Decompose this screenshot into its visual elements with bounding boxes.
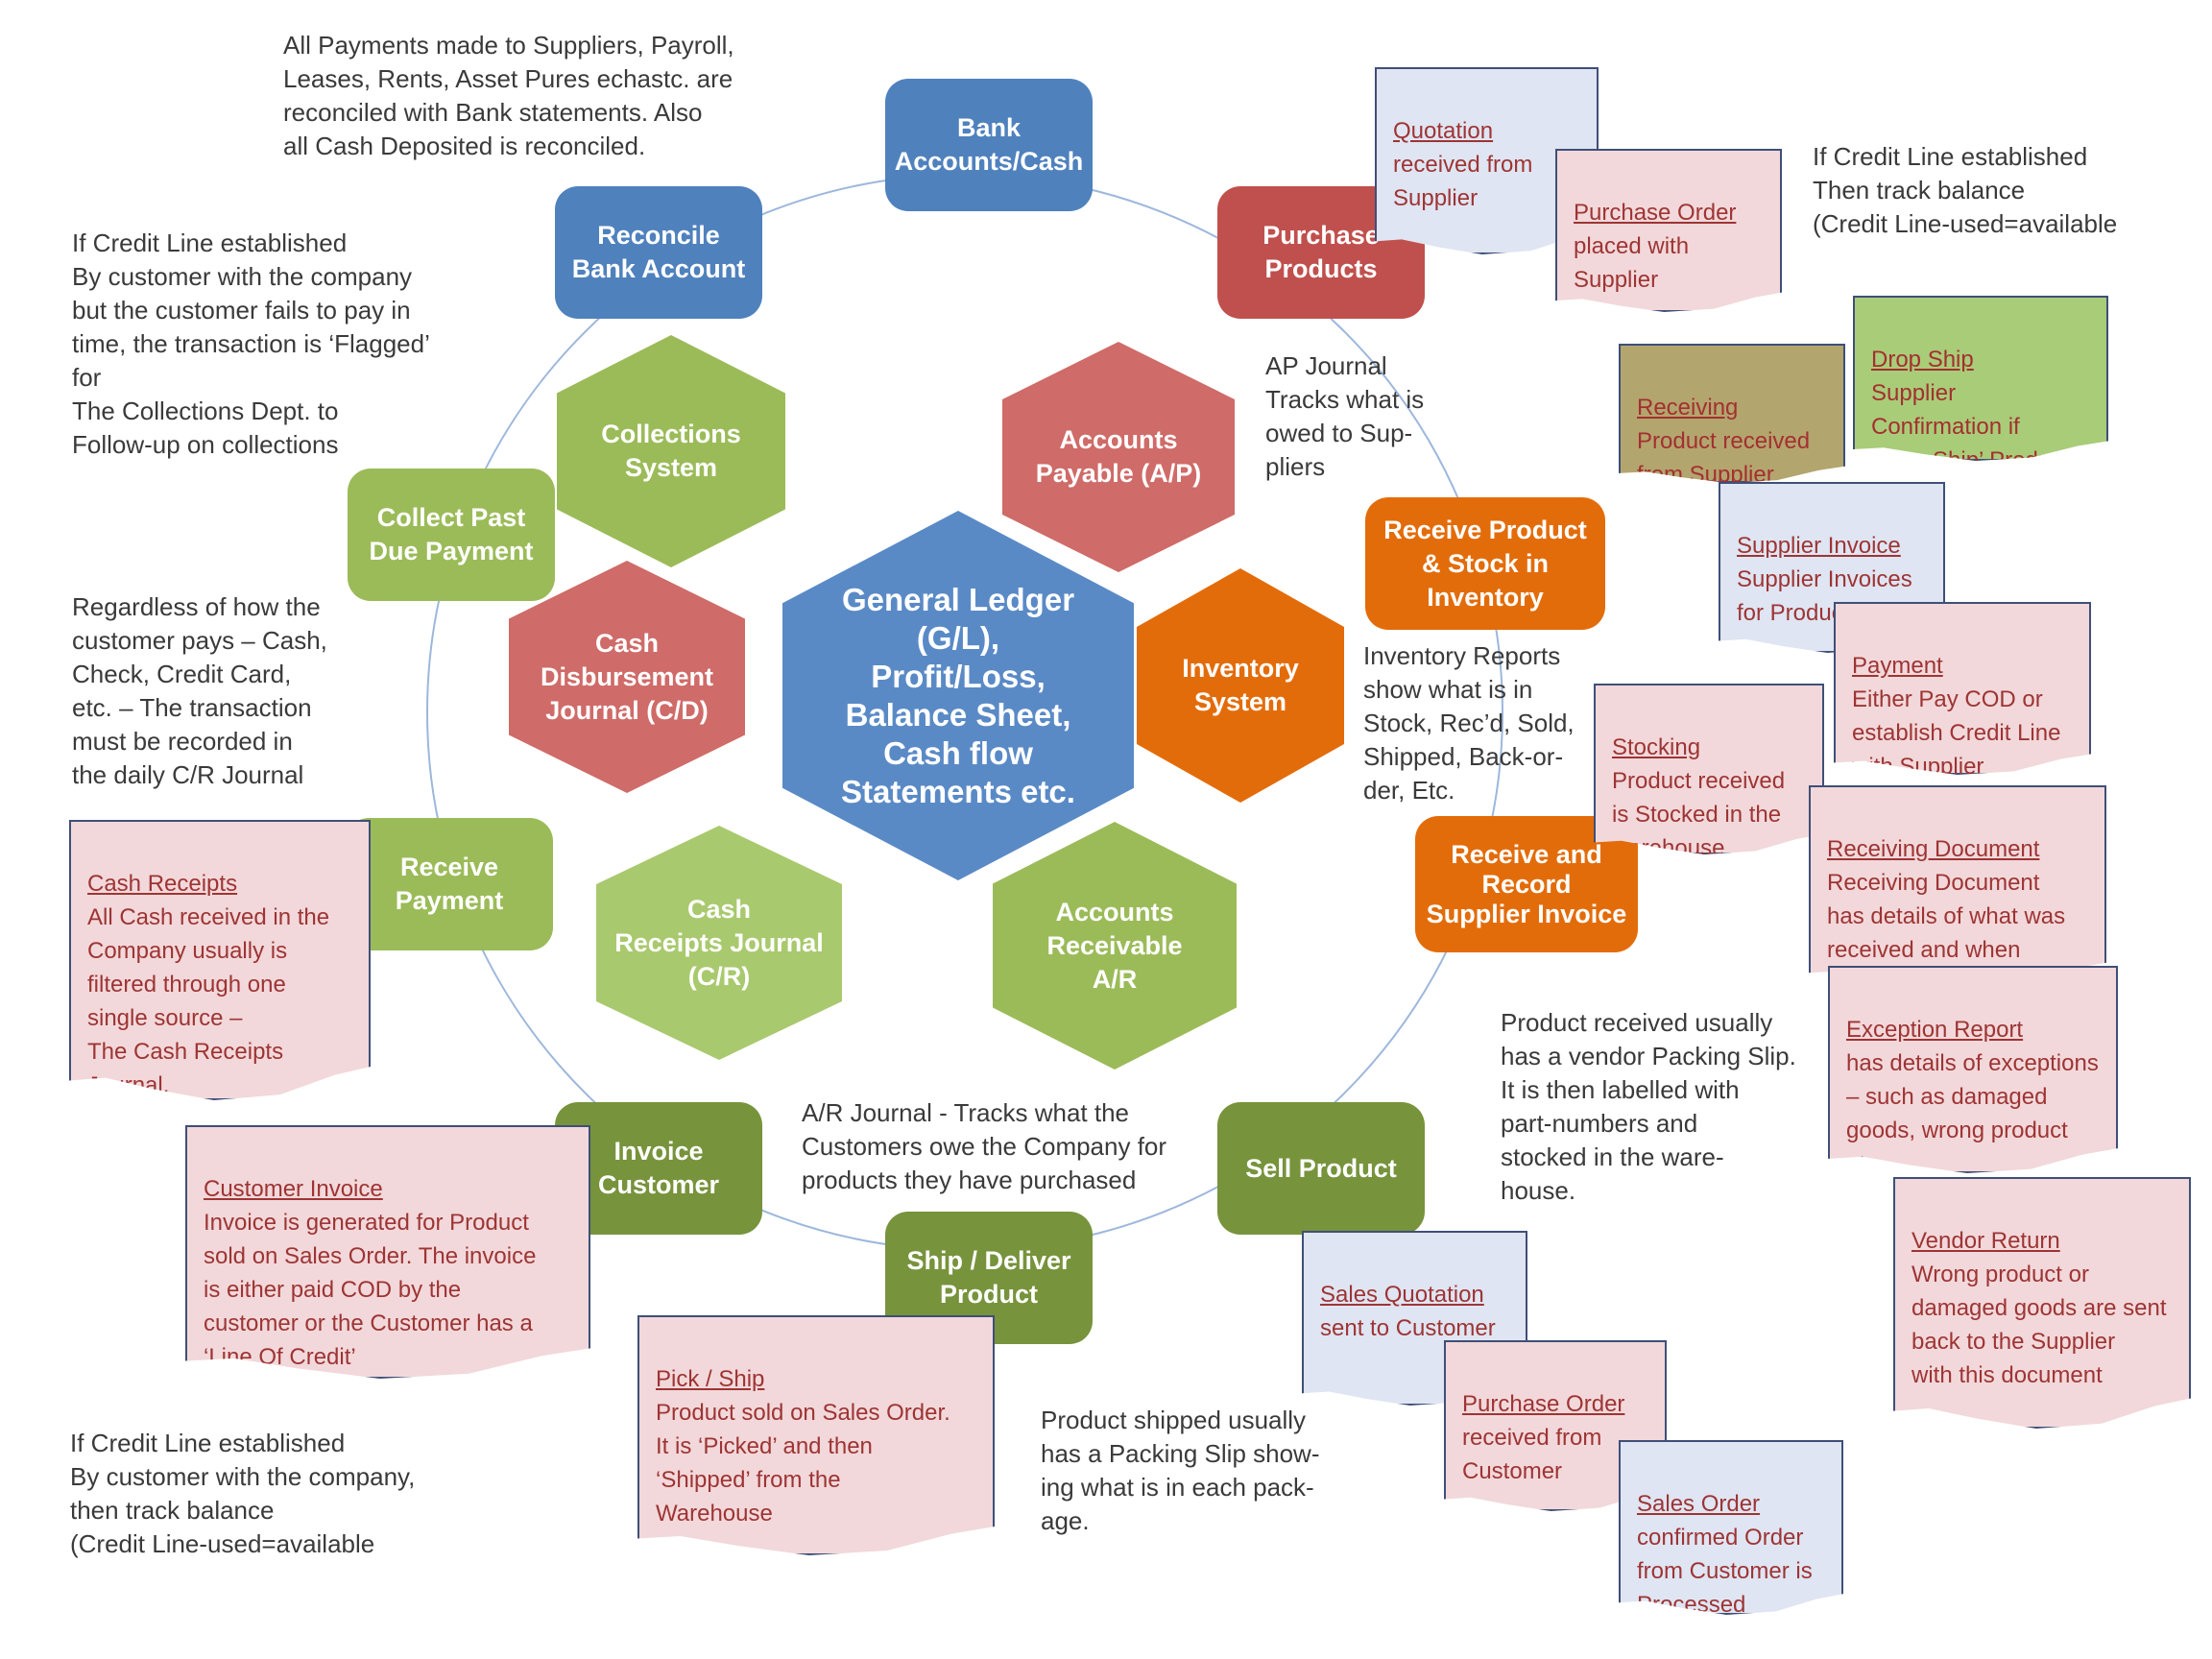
doc-body: Product received is Stocked in the wareh… <box>1612 768 1786 861</box>
doc-title: Stocking <box>1612 734 1701 760</box>
sales-order-doc[interactable]: Sales Order confirmed Order from Custome… <box>1619 1440 1843 1615</box>
doc-body: Product received from Supplier <box>1637 428 1811 488</box>
doc-title: Sales Order <box>1637 1491 1761 1517</box>
doc-body: sent to Customer <box>1320 1315 1496 1341</box>
receive-payment-box[interactable]: Receive Payment <box>346 818 553 950</box>
doc-body: confirmed Order from Customer is Process… <box>1637 1525 1813 1618</box>
doc-title: Purchase Order <box>1462 1391 1625 1417</box>
ship-deliver-product-box[interactable]: Ship / Deliver Product <box>885 1212 1093 1344</box>
doc-title: Cash Receipts <box>87 871 238 897</box>
doc-body: Product sold on Sales Order. It is ‘Pick… <box>656 1400 950 1527</box>
bank-accounts-box[interactable]: Bank Accounts/Cash <box>885 79 1093 211</box>
general-ledger-hexagon: General Ledger (G/L), Profit/Loss, Balan… <box>782 511 1134 880</box>
doc-title: Quotation <box>1393 118 1494 144</box>
accounts-payable-hexagon: Accounts Payable (A/P) <box>1002 342 1235 572</box>
purchase-order-supplier-doc[interactable]: Purchase Order placed with Supplier <box>1555 149 1782 312</box>
doc-title: Receiving Document <box>1827 836 2040 862</box>
doc-title: Purchase Order <box>1574 200 1737 226</box>
doc-title: Payment <box>1852 653 1943 679</box>
doc-body: All Cash received in the Company usually… <box>87 904 330 1098</box>
receiving-doc[interactable]: Receiving Product received from Supplier <box>1619 344 1845 483</box>
inventory-reports-note: Inventory Reports show what is in Stock,… <box>1363 641 1575 805</box>
ar-journal-note: A/R Journal - Tracks what the Customers … <box>802 1098 1167 1194</box>
doc-body: has details of exceptions – such as dama… <box>1846 1050 2099 1177</box>
doc-title: Supplier Invoice <box>1737 533 1901 559</box>
doc-title: Sales Quotation <box>1320 1282 1484 1308</box>
customer-credit-line-note: If Credit Line established By customer w… <box>70 1429 416 1558</box>
collections-note: If Credit Line established By customer w… <box>72 228 430 459</box>
doc-title: Receiving <box>1637 395 1739 421</box>
reconcile-bank-account-box[interactable]: Reconcile Bank Account <box>555 186 762 319</box>
doc-title: Pick / Ship <box>656 1366 765 1392</box>
doc-title: Customer Invoice <box>204 1176 383 1202</box>
reconcile-note: All Payments made to Suppliers, Payroll,… <box>283 31 734 160</box>
doc-title: Drop Ship <box>1871 347 1974 373</box>
doc-body: Invoice is generated for Product sold on… <box>204 1210 537 1370</box>
sell-product-box[interactable]: Sell Product <box>1217 1102 1425 1235</box>
doc-body: placed with Supplier <box>1574 233 1690 293</box>
ap-journal-note: AP Journal Tracks what is owed to Sup- p… <box>1265 351 1425 481</box>
shipping-packing-slip-note: Product shipped usually has a Packing Sl… <box>1041 1406 1320 1535</box>
doc-body: Supplier Confirmation if ‘Drop Ship’ Pro… <box>1871 380 2069 473</box>
doc-body: Either Pay COD or establish Credit Line … <box>1852 686 2061 780</box>
doc-body: received from Supplier <box>1393 152 1533 211</box>
inventory-system-hexagon: Inventory System <box>1137 568 1344 803</box>
payment-recording-note: Regardless of how the customer pays – Ca… <box>72 592 327 789</box>
doc-title: Vendor Return <box>1911 1228 2060 1254</box>
doc-body: Wrong product or damaged goods are sent … <box>1911 1262 2167 1388</box>
supplier-credit-line-note: If Credit Line established Then track ba… <box>1813 142 2118 238</box>
accounts-receivable-hexagon: Accounts Receivable A/R <box>993 822 1237 1070</box>
collect-past-due-payment-box[interactable]: Collect Past Due Payment <box>348 469 555 601</box>
doc-body: received from Customer <box>1462 1425 1602 1484</box>
vendor-packing-slip-note: Product received usually has a vendor Pa… <box>1501 1008 1796 1205</box>
doc-title: Exception Report <box>1846 1017 2024 1043</box>
receive-product-stock-box[interactable]: Receive Product & Stock in Inventory <box>1365 497 1605 630</box>
